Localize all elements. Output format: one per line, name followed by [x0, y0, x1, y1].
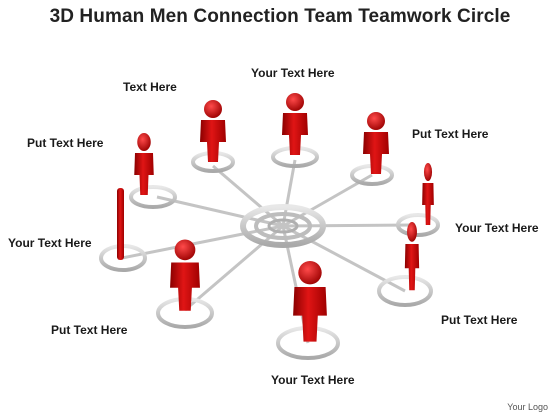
person-figure [293, 261, 327, 342]
node-label: Put Text Here [51, 323, 128, 337]
node-label: Put Text Here [441, 313, 518, 327]
center-hub [240, 204, 326, 248]
node-label: Your Text Here [455, 221, 539, 235]
person-figure [363, 112, 389, 174]
person-figure [404, 222, 420, 291]
person-figure [170, 239, 200, 311]
person-figure [117, 188, 124, 260]
node-label: Text Here [123, 80, 177, 94]
logo-text: Your Logo [507, 402, 548, 412]
node-label: Your Text Here [251, 66, 335, 80]
node-label: Put Text Here [27, 136, 104, 150]
person-figure [422, 163, 434, 225]
person-figure [134, 133, 154, 195]
diagram-title: 3D Human Men Connection Team Teamwork Ci… [49, 6, 511, 27]
node-label: Put Text Here [412, 127, 489, 141]
person-figure [282, 93, 308, 155]
node-label: Your Text Here [8, 236, 92, 250]
node-label: Your Text Here [271, 373, 355, 387]
person-figure [200, 100, 226, 162]
